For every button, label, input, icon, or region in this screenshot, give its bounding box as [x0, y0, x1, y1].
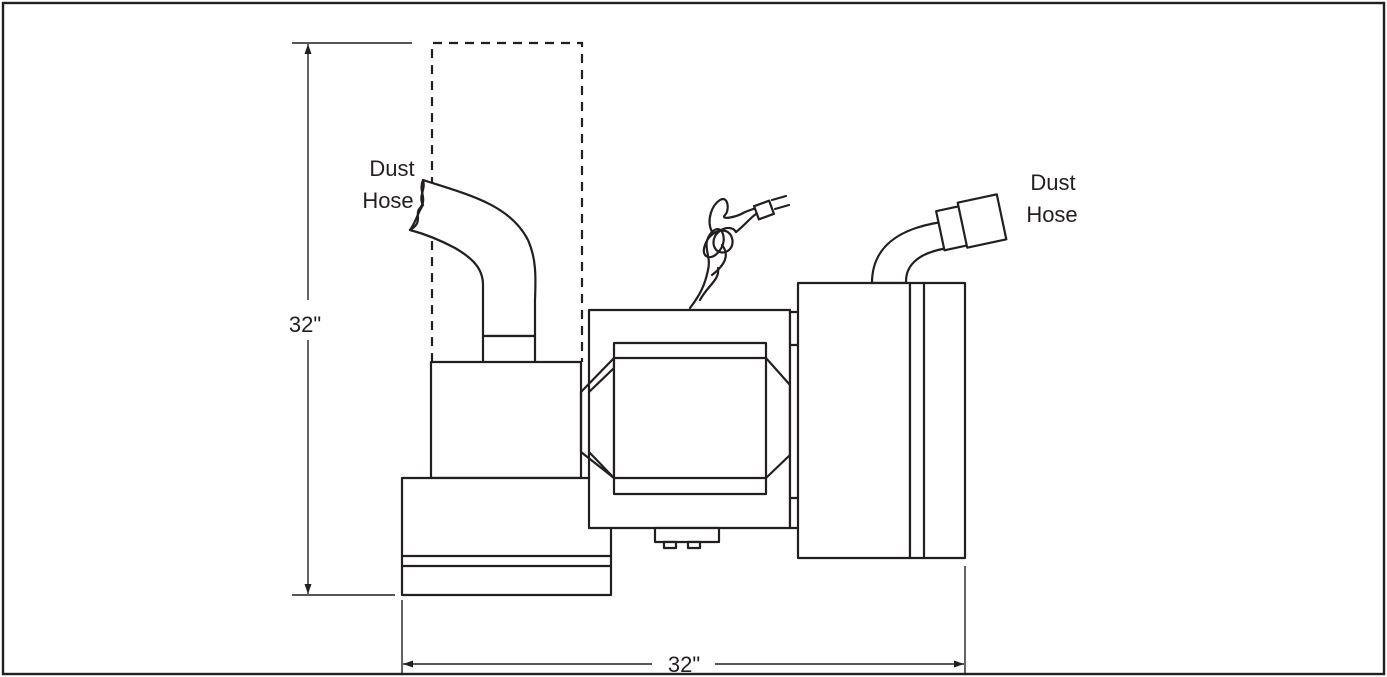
machine-base — [400, 476, 613, 597]
width-dimension-label: 32" — [668, 652, 700, 677]
dust-hose-label-right-line1: Dust — [1030, 170, 1075, 195]
dust-hose-label-left-line2: Hose — [362, 188, 413, 213]
left-column-housing — [429, 360, 583, 480]
dust-hose-label-left-line1: Dust — [369, 156, 414, 181]
clearance-outline-dashed — [430, 41, 584, 362]
height-dimension-label: 32" — [289, 312, 321, 337]
power-cord — [688, 194, 791, 310]
dust-hose-label-right-line2: Hose — [1026, 202, 1077, 227]
center-motor-head — [579, 308, 792, 550]
right-dust-collector-unit — [796, 281, 967, 560]
right-dust-hose — [870, 193, 1008, 285]
width-dimension — [401, 566, 966, 675]
left-dust-hose — [408, 178, 537, 365]
height-dimension — [292, 42, 412, 596]
